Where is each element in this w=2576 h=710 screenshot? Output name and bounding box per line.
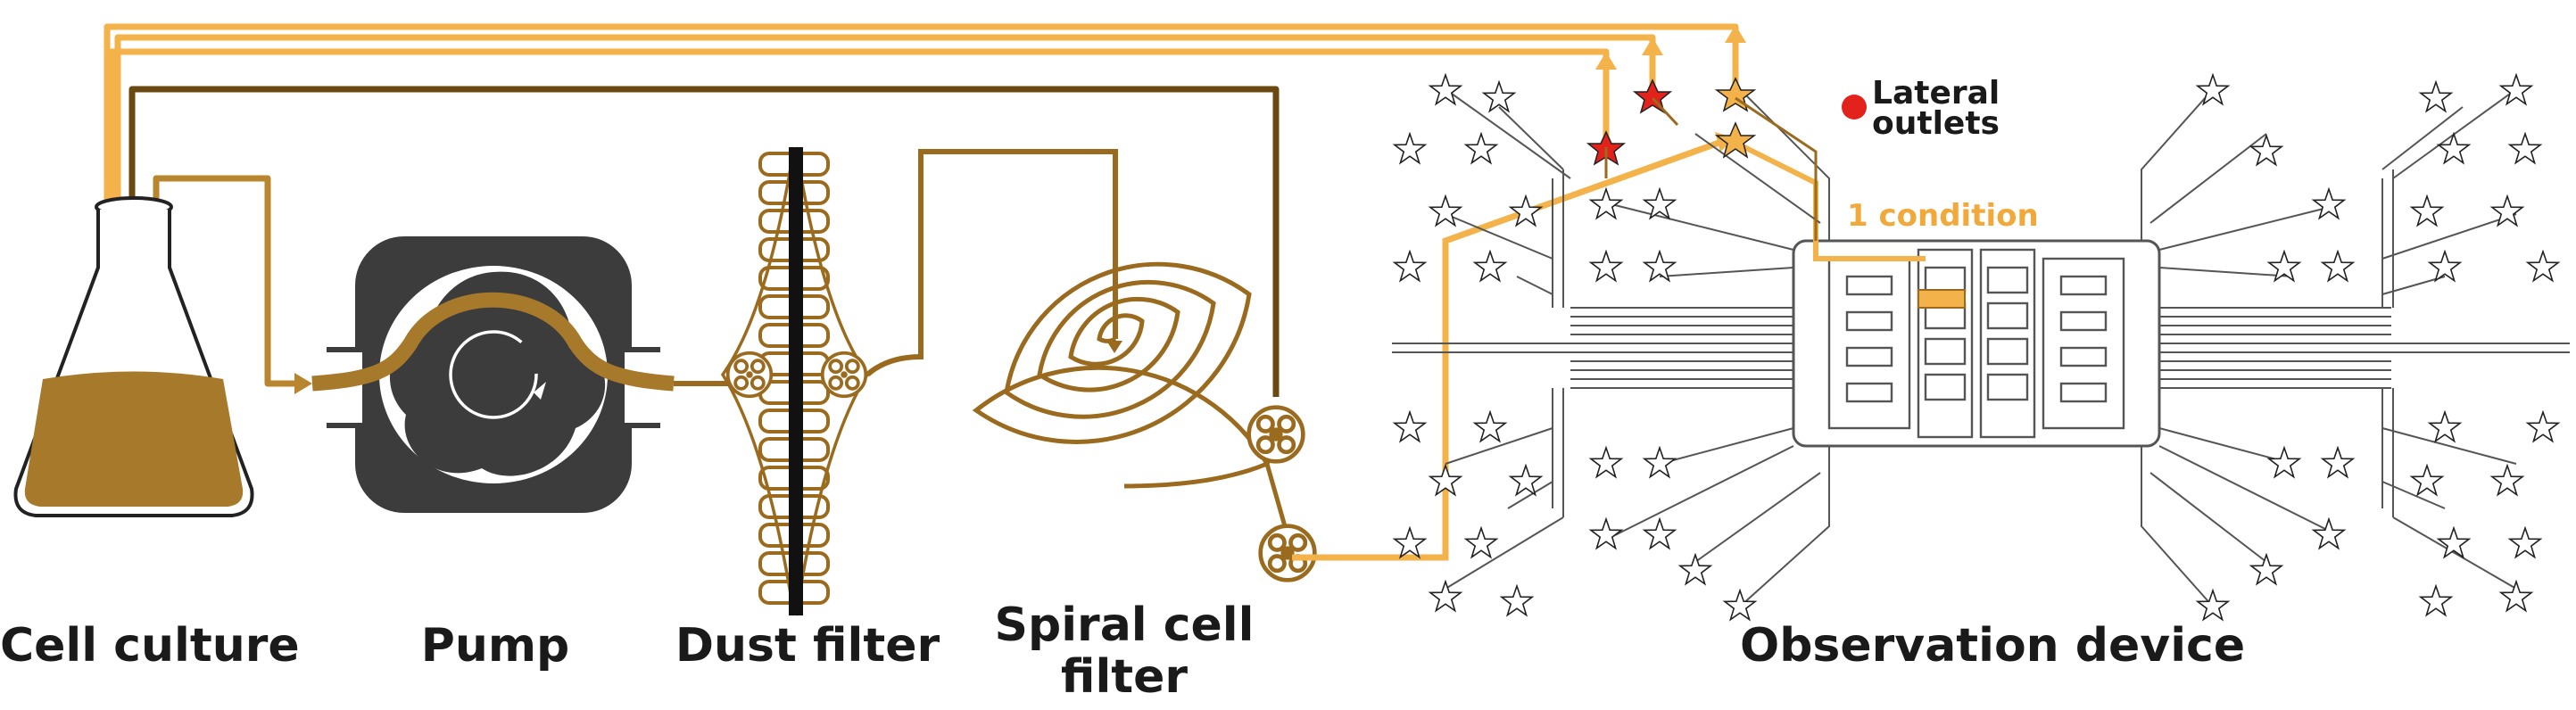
pump-label: Pump xyxy=(420,619,570,673)
outlet-star xyxy=(2420,585,2452,616)
orange-inlet-star xyxy=(1714,121,1757,159)
flask-liquid xyxy=(24,371,244,507)
spiral-label-line2: filter xyxy=(1060,650,1189,704)
orange-return-line-3 xyxy=(108,48,1610,334)
outlet-star xyxy=(2313,518,2345,549)
orange-outlet-star xyxy=(1714,77,1757,112)
outlet-star xyxy=(1590,188,1622,219)
lateral-outlets-legend-dot xyxy=(1842,95,1867,120)
bus-lines-right xyxy=(2159,169,2570,517)
tube-filter-to-spiral xyxy=(866,149,1118,377)
brown-return-line xyxy=(128,86,1280,397)
cell-culture-flask xyxy=(13,196,254,517)
outlet-star xyxy=(2429,251,2461,282)
outlet-star xyxy=(1394,133,1426,164)
arrow-up-1 xyxy=(1725,25,1746,43)
outlet-stars xyxy=(1394,74,2559,621)
outlet-star xyxy=(2250,554,2282,585)
outlet-star xyxy=(1429,74,1462,105)
outlet-star xyxy=(1644,447,1676,478)
dust-filter-membrane xyxy=(789,147,803,615)
outlet-star xyxy=(2527,251,2559,282)
outlet-star xyxy=(1474,251,1506,282)
central-channels xyxy=(1827,248,2125,439)
outlet-star xyxy=(2268,447,2300,478)
outlet-star xyxy=(1474,411,1506,442)
observation-device-label: Observation device xyxy=(1740,619,2246,673)
pump xyxy=(311,236,675,513)
outlet-star xyxy=(2411,195,2443,227)
outlet-star xyxy=(1465,527,1497,558)
outlet-star xyxy=(2322,447,2354,478)
spiral-cell-filter xyxy=(972,261,1314,580)
outlet-star xyxy=(1590,518,1622,549)
outlet-star xyxy=(2438,133,2470,164)
lateral-outlet-links xyxy=(1604,96,1818,241)
orange-return-line-2 xyxy=(114,34,1656,334)
outlet-star xyxy=(1465,133,1497,164)
outlet-star xyxy=(2197,74,2229,105)
pump-rotation-indicator xyxy=(449,330,538,419)
outlet-star xyxy=(1394,411,1426,442)
outlet-star xyxy=(1590,447,1622,478)
highlighted-condition-channel xyxy=(1918,289,1966,309)
outlet-star xyxy=(2429,411,2461,442)
outlet-star xyxy=(1429,195,1462,227)
outlet-star xyxy=(1501,585,1533,616)
spiral-channel xyxy=(972,261,1270,466)
lateral-label-line2: outlets xyxy=(1872,105,2000,142)
dust-filter-label: Dust filter xyxy=(675,619,940,673)
lateral-outlets-label: Lateral outlets xyxy=(1872,75,2000,142)
outlet-star xyxy=(1724,590,1756,621)
outlet-star xyxy=(2411,465,2443,496)
outlet-star xyxy=(1510,195,1542,227)
lateral-label-line1: Lateral xyxy=(1872,75,2000,111)
bus-lines-left xyxy=(1392,169,1793,517)
outlet-star xyxy=(1679,554,1711,585)
star-connectors xyxy=(1445,88,2517,607)
dust-filter xyxy=(720,146,870,616)
condition-label: 1 condition xyxy=(1847,198,2039,234)
outlet-star xyxy=(2500,581,2532,612)
cell-culture-label: Cell culture xyxy=(0,619,300,673)
device-chip-outline xyxy=(1792,239,2161,448)
outlet-star xyxy=(1590,251,1622,282)
spiral-cell-filter-label: Spiral cell filter xyxy=(990,599,1258,703)
outlet-star xyxy=(2527,411,2559,442)
outlet-star xyxy=(2491,465,2523,496)
outlet-star xyxy=(1483,81,1515,112)
outlet-star xyxy=(1429,581,1462,612)
red-outlet-star-1 xyxy=(1632,78,1673,114)
pump-tubing xyxy=(311,292,675,392)
outlet-star xyxy=(2500,74,2532,105)
outlet-star xyxy=(2420,81,2452,112)
outlet-star xyxy=(2509,527,2541,558)
arrow-up-3 xyxy=(1595,52,1617,70)
outlet-star xyxy=(2313,188,2345,219)
orange-return-line-1 xyxy=(104,23,1739,334)
outlet-star xyxy=(1644,518,1676,549)
outlet-star xyxy=(1394,251,1426,282)
arrow-into-pump xyxy=(294,373,312,394)
tube-spiral-to-device xyxy=(1292,136,1728,561)
outlet-star xyxy=(2322,251,2354,282)
outlet-star xyxy=(2250,135,2282,166)
spiral-label-line1: Spiral cell xyxy=(994,599,1255,652)
outlet-star xyxy=(2509,133,2541,164)
outlet-star xyxy=(1394,527,1426,558)
arrow-up-2 xyxy=(1642,37,1663,55)
highlighted-stars xyxy=(1586,77,1757,166)
observation-device xyxy=(1392,74,2570,621)
